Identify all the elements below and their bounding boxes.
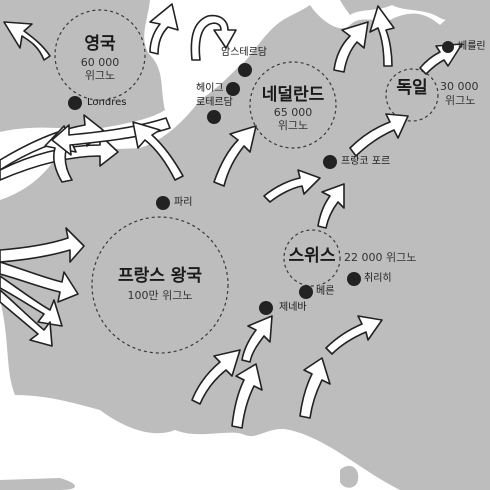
region-circle-england — [54, 9, 146, 101]
migration-arrows — [0, 3, 463, 429]
city-marker-hague — [226, 82, 240, 96]
city-marker-berlin — [442, 41, 454, 53]
migration-arrow — [333, 21, 369, 73]
region-count-england: 60 000 — [80, 56, 120, 69]
region-count-france: 100만 위그노 — [127, 289, 193, 302]
region-circle-switzerland — [283, 229, 341, 287]
city-label-bern: 베른 — [316, 286, 335, 297]
region-name-france: 프랑스 왕국 — [117, 266, 203, 286]
region-name-switzerland: 스위스 — [288, 246, 336, 266]
city-label-berlin: 베를린 — [458, 41, 486, 52]
migration-arrow — [0, 261, 79, 303]
region-name-england: 영국 — [84, 34, 116, 54]
migration-arrow — [0, 289, 53, 347]
city-marker-rotterdam — [207, 110, 221, 124]
migration-arrow — [263, 169, 321, 203]
migration-arrow — [325, 315, 383, 355]
city-label-london: Londres — [87, 97, 127, 108]
city-marker-bern — [299, 285, 313, 299]
city-label-amsterdam: 암스테르담 — [221, 47, 267, 58]
region-name-netherlands: 네덜란드 — [261, 85, 325, 105]
region-count-germany: 30 000 — [440, 80, 479, 93]
city-label-zurich: 취리히 — [364, 273, 392, 284]
migration-arrow — [317, 183, 345, 229]
city-markers — [68, 41, 454, 315]
landmass-sardinia — [0, 478, 75, 490]
region-circle-germany — [385, 68, 439, 122]
migration-arrow — [349, 113, 409, 157]
city-label-geneva: 제네바 — [279, 302, 307, 313]
landmass-britain — [0, 0, 165, 132]
region-unit-england: 위그노 — [84, 69, 116, 82]
city-label-rotterdam: 로테르담 — [196, 97, 233, 108]
city-marker-amsterdam — [238, 63, 252, 77]
city-marker-paris — [156, 196, 170, 210]
region-unit-netherlands: 위그노 — [277, 119, 309, 132]
migration-arrow — [190, 14, 237, 61]
city-label-frankfurt: 프랑코 포르 — [341, 156, 391, 167]
city-marker-frankfurt — [323, 155, 337, 169]
landmass-corsica — [340, 465, 359, 488]
region-circle-france — [91, 216, 229, 354]
migration-arrow — [191, 349, 241, 405]
migration-arrow — [3, 21, 51, 61]
migration-arrow — [231, 363, 263, 429]
migration-arrow — [241, 315, 273, 363]
migration-arrow — [299, 357, 331, 419]
region-count-switzerland: 22 000 위그노 — [344, 251, 417, 264]
city-marker-zurich — [347, 272, 361, 286]
region-circle-netherlands — [249, 61, 337, 149]
migration-arrow — [213, 125, 257, 187]
migration-arrow — [149, 3, 179, 55]
migration-arrow — [0, 227, 85, 263]
city-marker-geneva — [259, 301, 273, 315]
migration-arrow — [132, 121, 184, 181]
region-count-netherlands: 65 000 — [273, 106, 313, 119]
landmass-scandinavia — [340, 0, 490, 21]
city-marker-london — [68, 96, 82, 110]
migration-arrow — [369, 5, 395, 67]
city-label-paris: 파리 — [174, 197, 193, 208]
region-unit-germany: 위그노 — [445, 94, 476, 107]
region-name-germany: 독일 — [396, 78, 428, 98]
city-label-hague: 헤이그 — [196, 83, 224, 94]
